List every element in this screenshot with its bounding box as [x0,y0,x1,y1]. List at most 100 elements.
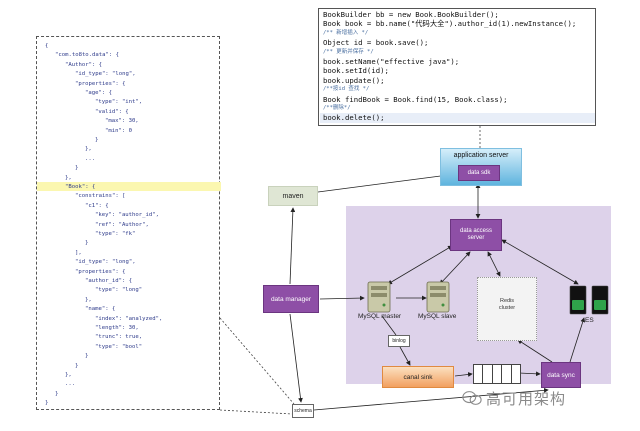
code-comment-line: /**删除*/ [323,105,351,111]
manager-to-schema-arrow [289,313,303,403]
redis-cluster-label: Redis cluster [478,298,536,312]
access-to-mysql-slave-arrow [439,251,471,285]
schema-json-line: }, [65,372,72,378]
queue-cell [483,365,493,383]
schema-highlight-bar [37,182,221,192]
data-manager-node: data manager [263,285,319,313]
schema-json-line: } [75,165,79,172]
schema-note: schema [292,404,314,418]
schema-json-line: "length": 30, [95,325,139,331]
schema-json-line: ], [75,249,82,256]
binlog-note: binlog [388,335,410,347]
schema-json-line: "trunc": true, [95,334,143,341]
schema-json-line: } [85,353,89,360]
schema-panel-dashed-line-top [219,317,295,405]
code-line: book.setId(id); [323,66,389,76]
mysql-master-label: MySQL master [358,313,402,320]
schema-json-line: }, [65,174,72,181]
access-to-mysql-master-arrow [387,245,453,285]
schema-json-line: "c1": { [85,202,109,209]
queue-cell [474,365,484,383]
schema-json-line: } [75,362,79,369]
data-access-label-line2: server [467,235,485,241]
access-to-es-arrow [501,239,579,285]
queue-to-sync-arrow [518,371,541,377]
code-last-line-highlight [320,113,595,123]
manager-to-maven-arrow [289,207,296,285]
data-sdk-node: data sdk [458,165,500,181]
message-queue [473,364,521,384]
schema-json-line: "id_type": "long", [75,71,136,78]
code-comment-line: /**按id 查找 */ [323,86,370,93]
code-line: book.setName("effective java"); [323,57,460,66]
es-server-icon [569,285,609,315]
schema-json-line: "age": { [85,90,112,96]
schema-json-line: }, [85,296,92,303]
canal-to-queue-arrow [454,372,473,377]
schema-json-line: "com.to8to.data": { [55,52,119,59]
schema-json-line: "valid": { [95,108,129,115]
schema-json-line: "type": "int", [95,99,143,106]
redis-label-line1: Redis [499,298,515,304]
schema-json-panel: { "com.to8to.data": { "Author": { "id_type"… [36,36,221,410]
queue-cell [493,365,503,383]
code-comment-line: /** 更新并保存 */ [323,48,374,55]
schema-json-line: "min": 0 [105,127,132,134]
maven-node: maven [268,186,318,206]
schema-json-line: "ref": "Author", [95,221,149,228]
schema-json-line: "key": "author_id", [95,212,159,219]
code-line: book.delete(); [323,113,385,123]
schema-json-line: "constrains": [ [75,193,126,200]
schema-to-sync-arrow [313,387,549,411]
code-line: Object id = book.save(); [323,38,429,48]
schema-json-line: ... [85,155,96,162]
data-access-label-line1: data access [459,228,493,234]
code-line: Book findBook = Book.find(15, Book.class… [323,94,508,104]
es-label: ES [585,317,594,324]
code-sample-panel: BookBuilder bb = new Book.BookBuilder();… [318,8,596,126]
application-server-label: application server [453,152,509,159]
queue-cell [512,365,520,383]
binlog-to-canal-arrow [399,346,411,366]
access-to-redis-arrow [487,251,501,277]
schema-json-line: "author_id": { [85,278,133,284]
master-to-binlog-line [381,315,397,336]
schema-json-line: } [95,137,99,143]
redis-cluster-node: Redis cluster [477,277,537,341]
schema-json-line: "id_type": "long", [75,259,136,266]
schema-json-line: } [55,390,59,397]
wechat-logo-icon [462,391,482,405]
sync-to-es-arrow [569,317,586,363]
schema-json-line: "type": "bool" [95,343,143,350]
mysql-slave-label: MySQL slave [418,313,457,320]
sync-to-redis-arrow [517,339,553,363]
schema-json-line: "type": "long" [95,287,143,294]
schema-json-line: ... [65,381,76,388]
schema-json-line: "properties": { [75,268,126,275]
data-access-server-node: data access server [450,219,502,251]
schema-json-line: "Book": { [65,184,96,190]
schema-json-line: } [45,400,49,407]
schema-json-line: }, [85,146,92,153]
schema-panel-dashed-line-bottom [219,409,293,415]
watermark-text: 高可用架构 [486,390,567,408]
schema-json-line: "properties": { [75,80,126,87]
schema-json-line: } [85,240,89,247]
schema-json-line: { [45,43,49,49]
mysql-slave-server-icon [426,281,450,313]
schema-json-line: "max": 30, [105,118,139,125]
redis-label-line2: cluster [498,305,516,311]
data-sync-node: data sync [541,362,581,388]
manager-to-mysql-arrow [319,295,365,301]
schema-json-line: "name": { [85,306,116,313]
queue-cell [502,365,512,383]
code-line: Book book = bb.name("代码大全").author_id(1)… [323,19,577,29]
code-line: book.update(); [323,75,385,85]
code-line: BookBuilder bb = new Book.BookBuilder(); [323,10,499,19]
code-comment-line: /** 新增插入 */ [323,29,369,36]
schema-json-line: "Author": { [65,61,103,68]
canal-sink-node: canal sink [382,366,454,388]
schema-json-line: "type": "fk" [95,231,136,237]
maven-to-sdk-arrow [317,172,457,193]
schema-json-line: "index": "analyzed", [95,315,163,322]
